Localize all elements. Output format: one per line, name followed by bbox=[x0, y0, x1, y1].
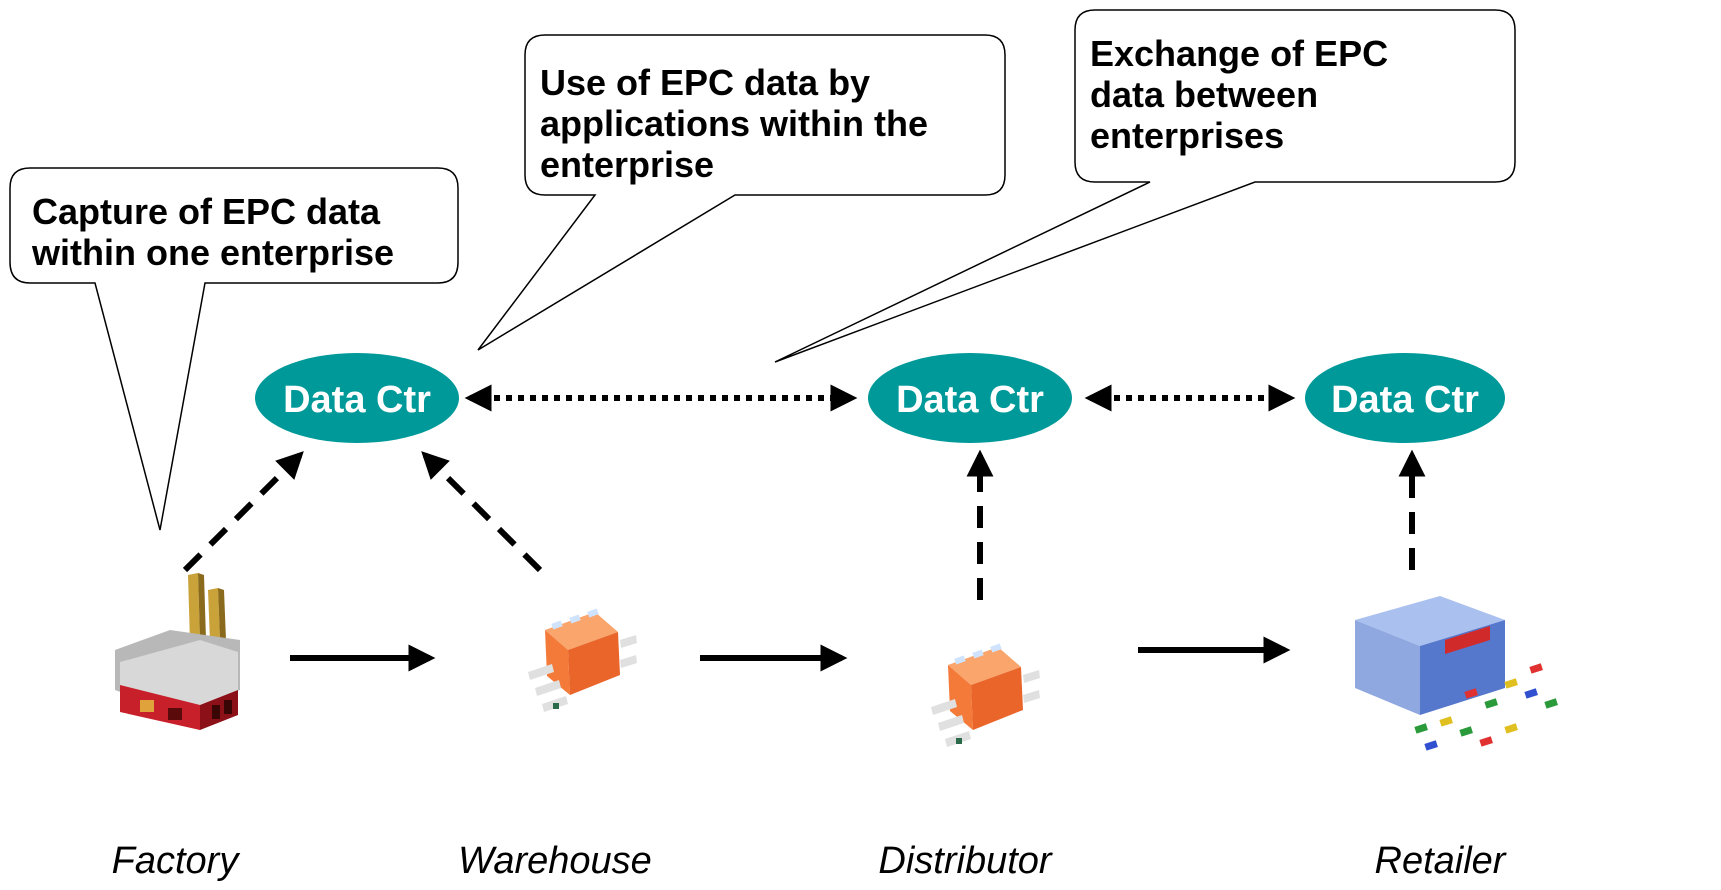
data-center-right-label: Data Ctr bbox=[1331, 379, 1479, 421]
data-center-middle-label: Data Ctr bbox=[896, 379, 1044, 421]
dashed-arrow-factory bbox=[182, 451, 304, 573]
callout-use: Use of EPC data by applications within t… bbox=[477, 34, 1006, 351]
distributor-icon bbox=[931, 643, 1040, 747]
callout-capture: Capture of EPC data within one enterpris… bbox=[9, 167, 459, 531]
site-label-warehouse: Warehouse bbox=[458, 840, 652, 882]
callout-use-line-2: applications within the bbox=[540, 103, 928, 144]
warehouse-icon bbox=[528, 608, 637, 712]
callout-use-line-3: enterprise bbox=[540, 144, 714, 185]
callout-capture-line-1: Capture of EPC data bbox=[32, 191, 381, 232]
data-center-right: Data Ctr bbox=[1305, 353, 1505, 443]
site-label-distributor: Distributor bbox=[878, 840, 1052, 882]
data-center-left: Data Ctr bbox=[255, 353, 459, 443]
site-label-retailer: Retailer bbox=[1375, 840, 1507, 882]
callout-capture-line-2: within one enterprise bbox=[31, 232, 394, 273]
site-label-factory: Factory bbox=[112, 840, 241, 882]
data-center-middle: Data Ctr bbox=[868, 353, 1072, 443]
callout-use-line-1: Use of EPC data by bbox=[540, 62, 870, 103]
callout-exchange-line-2: data between bbox=[1090, 74, 1318, 115]
factory-icon bbox=[115, 573, 240, 730]
dashed-arrow-warehouse bbox=[421, 451, 543, 573]
callout-exchange: Exchange of EPC data between enterprises bbox=[774, 9, 1516, 363]
callout-exchange-line-1: Exchange of EPC bbox=[1090, 33, 1388, 74]
retailer-icon bbox=[1355, 596, 1558, 751]
callout-exchange-line-3: enterprises bbox=[1090, 115, 1284, 156]
data-center-left-label: Data Ctr bbox=[283, 379, 431, 421]
